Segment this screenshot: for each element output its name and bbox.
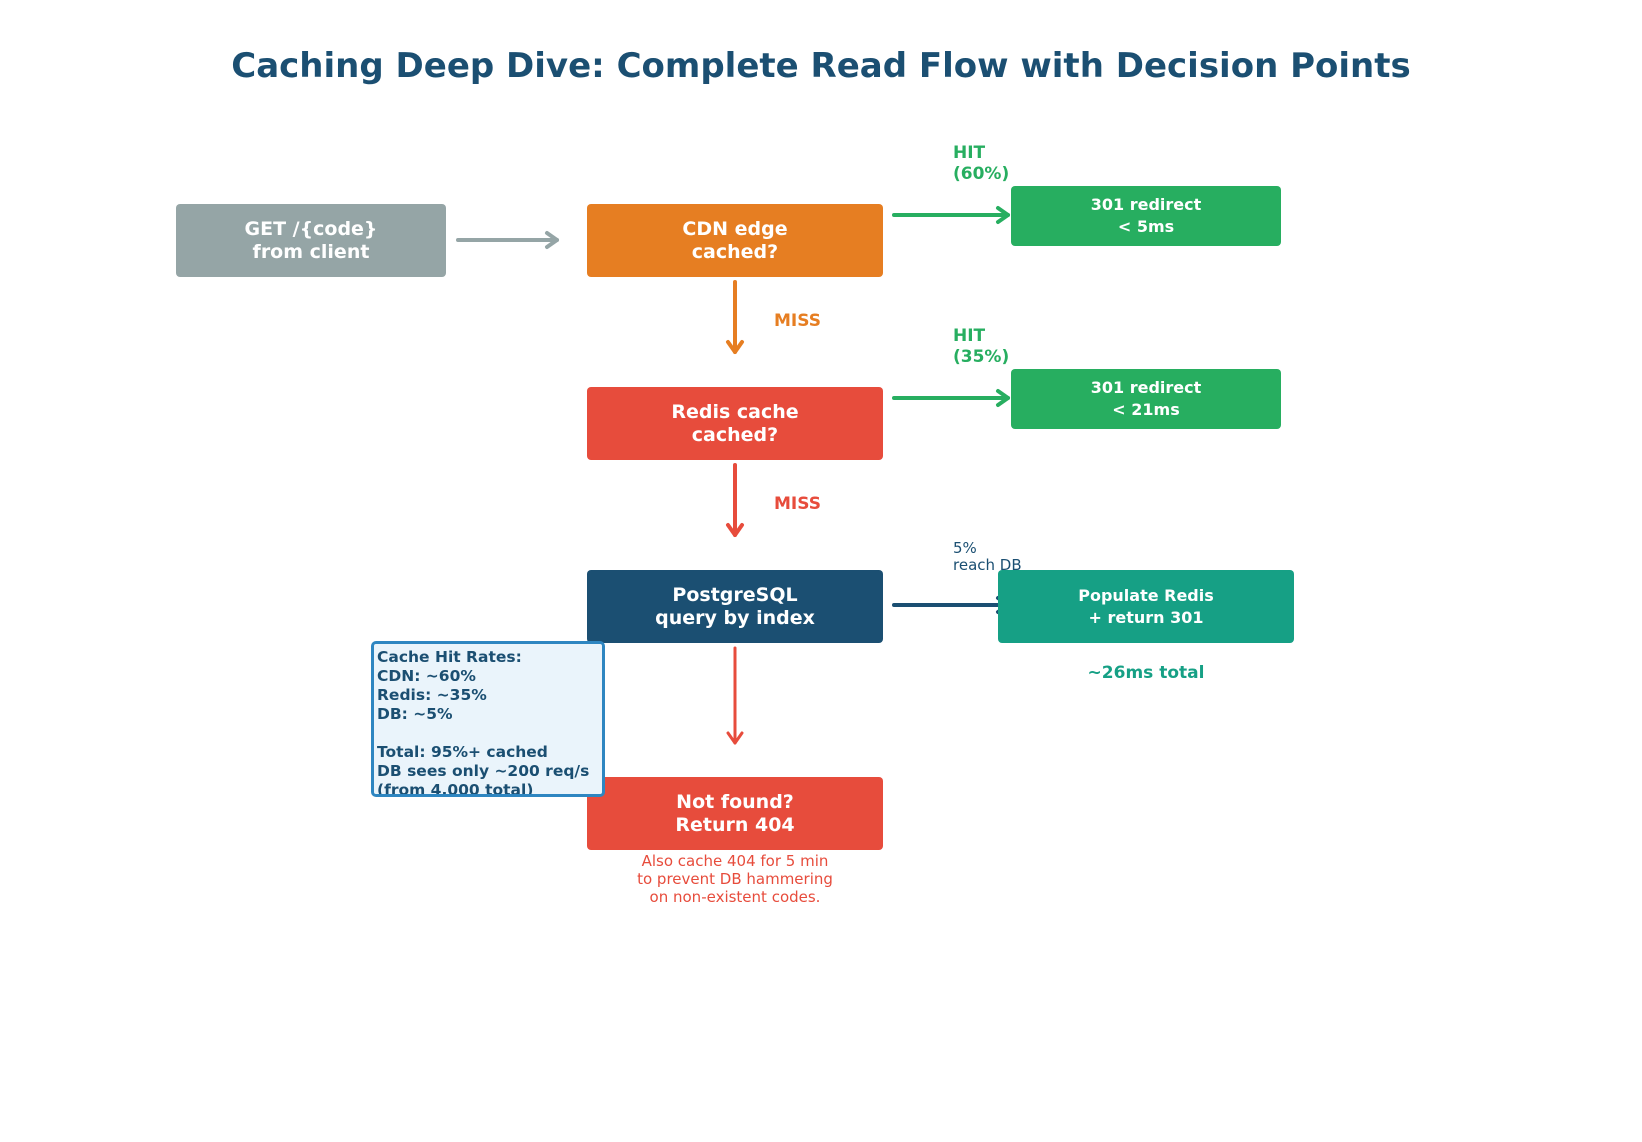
redis-hit-node: 301 redirect < 21ms xyxy=(1011,369,1281,429)
populate-total-label: ~26ms total xyxy=(1087,663,1205,683)
arrow-postgres-to-notfound xyxy=(726,646,744,745)
postgres-node: PostgreSQL query by index xyxy=(587,570,883,643)
client-request-node: GET /{code} from client xyxy=(176,204,446,277)
arrow-redis-to-postgres xyxy=(726,463,744,537)
populate-redis-node: Populate Redis + return 301 xyxy=(998,570,1294,643)
redis-cache-node: Redis cache cached? xyxy=(587,387,883,460)
page-title: Caching Deep Dive: Complete Read Flow wi… xyxy=(231,46,1411,86)
cdn-miss-label: MISS xyxy=(774,311,821,331)
arrow-cdn-to-redis xyxy=(726,280,744,354)
not-found-cache-note: Also cache 404 for 5 min to prevent DB h… xyxy=(637,852,833,906)
db-reach-label: 5% reach DB xyxy=(953,539,1022,574)
not-found-node: Not found? Return 404 xyxy=(587,777,883,850)
cdn-edge-node: CDN edge cached? xyxy=(587,204,883,277)
cdn-hit-label: HIT (60%) xyxy=(953,143,1010,184)
cache-hit-rates-box: Cache Hit Rates: CDN: ~60% Redis: ~35% D… xyxy=(371,641,605,797)
redis-miss-label: MISS xyxy=(774,494,821,514)
arrow-client-to-cdn xyxy=(456,231,559,249)
arrow-redis-to-hit xyxy=(892,389,1010,407)
redis-hit-label: HIT (35%) xyxy=(953,326,1010,367)
arrow-postgres-to-populate xyxy=(892,596,1010,614)
arrow-cdn-to-hit xyxy=(892,206,1010,224)
cdn-hit-node: 301 redirect < 5ms xyxy=(1011,186,1281,246)
